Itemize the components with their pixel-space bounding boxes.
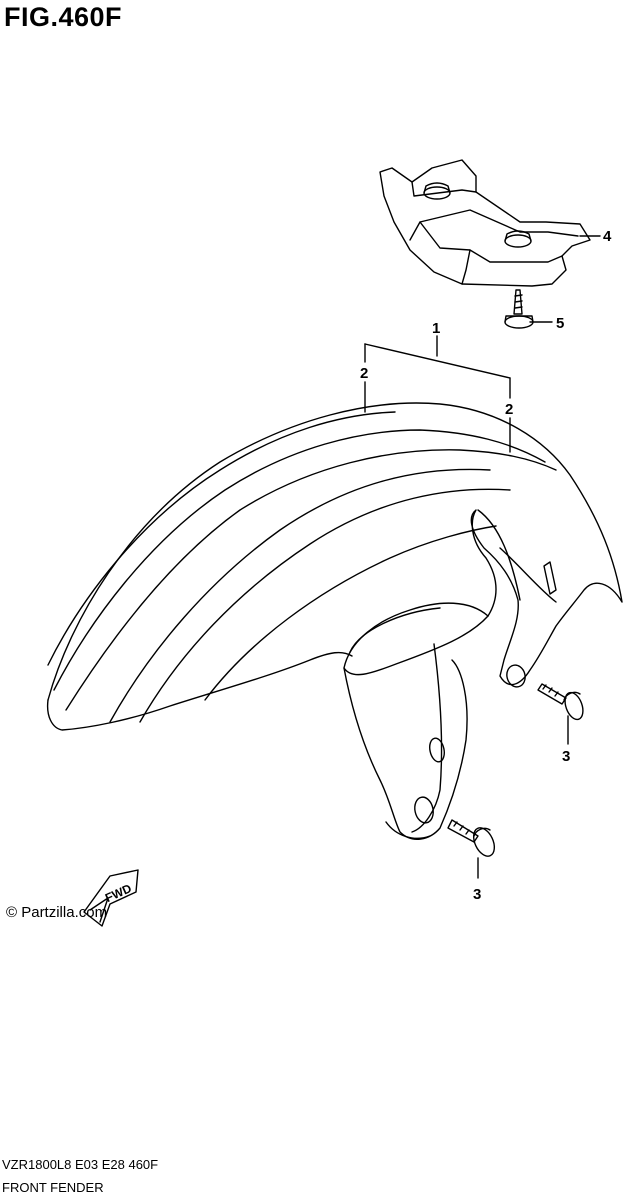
callout-5: 5 <box>556 315 564 332</box>
diagram-section-name: FRONT FENDER <box>2 1180 104 1195</box>
callout-3-lower: 3 <box>473 886 481 903</box>
bolt-part-3-upper <box>537 683 584 745</box>
bolt-part-3-lower <box>447 819 496 879</box>
screw-part-5 <box>504 289 534 329</box>
diagram-reference-code: VZR1800L8 E03 E28 460F <box>2 1157 159 1172</box>
callout-3-upper: 3 <box>562 748 570 765</box>
callout-2-left: 2 <box>360 365 368 382</box>
fwd-arrow-icon <box>83 869 139 927</box>
figure-title: FIG.460F <box>4 2 123 32</box>
watermark-text: © Partzilla.com <box>6 904 108 921</box>
callout-2-right: 2 <box>505 401 513 418</box>
fender-bracket-part-4 <box>379 159 591 287</box>
callout-4: 4 <box>603 228 612 245</box>
callout-1: 1 <box>432 320 440 337</box>
front-fender-part-1 <box>46 402 623 840</box>
callout-leaders-1-2 <box>364 235 601 453</box>
